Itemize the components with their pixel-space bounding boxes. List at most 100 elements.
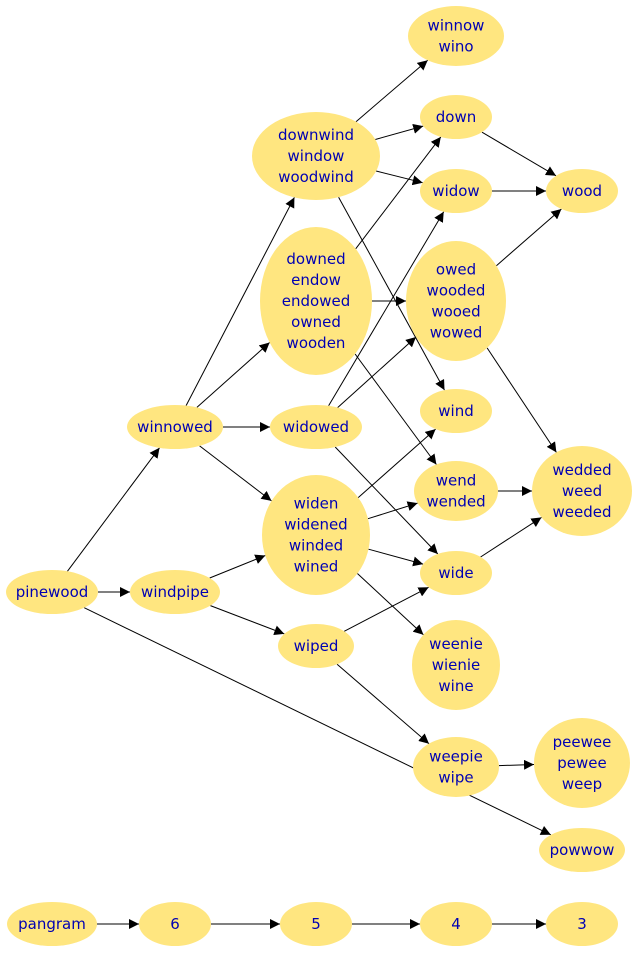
node-winnow: winnow wino [408,6,504,66]
edge-downed-to-down [355,136,442,250]
node-wide: wide [420,551,492,595]
node-ellipse [270,405,362,449]
edge-down-to-wood [481,131,557,177]
node-ellipse [280,902,352,946]
node-down: down [420,95,492,139]
node-label: window [288,147,345,165]
node-label: pinewood [16,583,89,601]
node-ellipse [278,624,354,668]
node-label: windpipe [141,583,209,601]
node-label: wind [438,402,473,420]
node-ellipse [262,475,370,595]
edge-winnowed-to-downed [196,342,270,408]
node-label: 6 [170,915,180,933]
node-ellipse [420,169,492,213]
node-n6: 6 [139,902,211,946]
node-ellipse [414,461,498,521]
node-label: wooded [427,282,486,300]
node-wind: wind [420,389,492,433]
node-label: wino [438,38,473,56]
node-peewee: peewee pewee weep [534,718,630,808]
node-ellipse [406,241,506,361]
edge-weepie-to-peewee [498,759,535,770]
node-label: weep [562,775,602,793]
node-label: winded [289,537,343,555]
node-ellipse [252,112,380,200]
node-ellipse [130,570,220,614]
node-label: pewee [557,754,606,772]
node-label: peewee [553,733,612,751]
node-ellipse [127,405,223,449]
node-label: owed [436,261,476,279]
node-label: wine [438,677,473,695]
node-widow: widow [420,169,492,213]
node-widowed: widowed [270,405,362,449]
node-pangram: pangram [7,902,97,946]
edge-downwind-to-widow [375,170,423,186]
node-ellipse [546,902,618,946]
node-label: downed [286,250,345,268]
node-ellipse [534,718,630,808]
node-ellipse [532,446,632,536]
edge-widen-to-weenie [357,573,424,636]
edge-windpipe-to-wiped [210,605,285,635]
node-widen: widen widened winded wined [262,475,370,595]
node-wood: wood [546,169,618,213]
edge-widowed-to-owed [337,336,417,408]
node-label: winnow [428,17,485,35]
node-ellipse [139,902,211,946]
node-label: wiped [294,637,339,655]
node-label: 4 [451,915,461,933]
node-label: wipe [438,769,473,787]
node-label: endow [291,271,341,289]
edge-downed-to-wend [354,353,437,465]
edge-wiped-to-weepie [336,663,430,745]
node-label: pangram [18,915,86,933]
node-label: powwow [550,841,615,859]
edge-windpipe-to-widen [209,554,266,579]
edge-downwind-to-down [375,123,424,140]
node-ellipse [539,828,625,872]
node-wiped: wiped [278,624,354,668]
node-label: widened [284,516,347,534]
node-label: 3 [577,915,587,933]
node-label: wined [294,558,339,576]
edge-pinewood-to-powwow [83,607,552,836]
edge-widowed-to-wide [334,446,439,555]
node-winnowed: winnowed [127,405,223,449]
node-label: weeded [553,503,612,521]
node-label: wedded [552,461,611,479]
nodes-layer: winnowwinodownwindwindowwoodwinddownwido… [6,6,632,946]
edge-owed-to-wood [496,208,562,267]
node-ellipse [413,737,499,797]
node-ellipse [420,551,492,595]
node-ellipse [420,902,492,946]
node-label: widen [294,495,339,513]
edge-widen-to-wide [368,548,424,567]
node-label: wide [438,564,473,582]
node-ellipse [260,227,372,375]
node-wend: wend wended [414,461,498,521]
edge-winnowed-to-widen [199,445,272,502]
edge-wiped-to-wide [343,586,429,632]
node-label: wend [436,472,477,490]
node-pinewood: pinewood [6,570,98,614]
node-label: winnowed [137,418,213,436]
node-powwow: powwow [539,828,625,872]
node-ellipse [546,169,618,213]
edges-layer [66,59,562,929]
node-label: wooed [431,303,480,321]
node-ellipse [6,570,98,614]
edge-downwind-to-winnow [355,59,429,123]
node-label: wended [426,493,485,511]
edge-winnowed-to-downwind [185,197,295,406]
node-label: woodwind [278,168,354,186]
node-ellipse [420,389,492,433]
node-label: owned [291,313,341,331]
